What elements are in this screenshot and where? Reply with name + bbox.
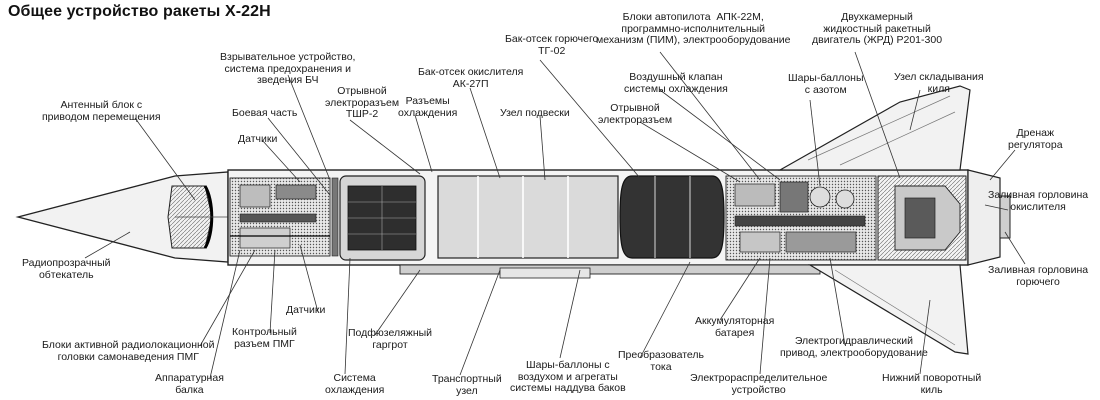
label-fuel-tank: Бак-отсек горючего ТГ-02	[505, 33, 599, 57]
label-radome: Радиопрозрачный обтекатель	[22, 257, 111, 281]
fuel-tank-shape	[619, 175, 725, 259]
label-suspension-unit: Узел подвески	[500, 107, 570, 119]
upper-fin	[777, 85, 971, 171]
label-control-connector: Контрольный разъем ПМГ	[232, 326, 297, 350]
label-fuel-filler: Заливная горловина горючего	[988, 264, 1089, 288]
label-oxidizer-filler: Заливная горловина окислителя	[988, 189, 1089, 213]
fairing-shape	[399, 264, 821, 275]
label-power-distribution: Электрораспределительное устройство	[690, 372, 828, 396]
label-cooling-connectors: Разъемы охлаждения	[398, 95, 458, 119]
label-warhead: Боевая часть	[232, 107, 298, 119]
label-fin-fold-unit: Узел складывания киля	[894, 71, 984, 95]
label-transport-unit: Транспортный узел	[432, 373, 502, 397]
label-battery: Аккумуляторная батарея	[695, 315, 775, 339]
label-engine: Двухкамерный жидкостный ракетный двигате…	[812, 11, 943, 46]
label-current-converter: Преобразователь тока	[618, 349, 705, 373]
label-air-balloons: Шары-баллоны с воздухом и агрегаты систе…	[510, 359, 626, 394]
label-oxidizer-tank: Бак-отсек окислителя АК-27П	[418, 66, 524, 90]
label-electrohydraulic-drive: Электрогидравлический привод, электрообо…	[780, 335, 928, 359]
label-air-valve: Воздушный клапан системы охлаждения	[624, 71, 728, 95]
diagram-title: Общее устройство ракеты Х-22Н	[8, 3, 271, 20]
label-underfuselage-fairing: Подфюзеляжный гаргрот	[348, 327, 433, 351]
label-regulator-drain: Дренаж регулятора	[1008, 127, 1063, 151]
label-active-radar-blocks: Блоки активной радиолокационной головки …	[42, 339, 215, 363]
label-breakaway-connector: Отрывной электроразъем	[598, 102, 673, 126]
label-sensors-top: Датчики	[238, 133, 278, 145]
label-sensors-bottom: Датчики	[286, 304, 326, 316]
label-detonator: Взрывательное устройство, система предох…	[220, 51, 356, 86]
lower-fin	[807, 264, 969, 355]
label-nitrogen-balloons: Шары-баллоны с азотом	[788, 72, 864, 96]
label-lower-fin: Нижний поворотный киль	[882, 372, 982, 396]
label-equipment-beam: Аппаратурная балка	[155, 372, 224, 396]
oxidizer-tank-shape	[437, 175, 619, 259]
label-autopilot-blocks: Блоки автопилота АПК-22М, программно-исп…	[596, 11, 791, 46]
tail-section	[967, 169, 1001, 266]
label-breakaway-connector-tshr: Отрывной электроразъем ТШР-2	[325, 85, 400, 120]
label-cooling-system: Система охлаждения	[325, 372, 385, 396]
label-antenna-block: Антенный блок с приводом перемещения	[42, 99, 161, 123]
leader-lines	[84, 51, 1026, 379]
